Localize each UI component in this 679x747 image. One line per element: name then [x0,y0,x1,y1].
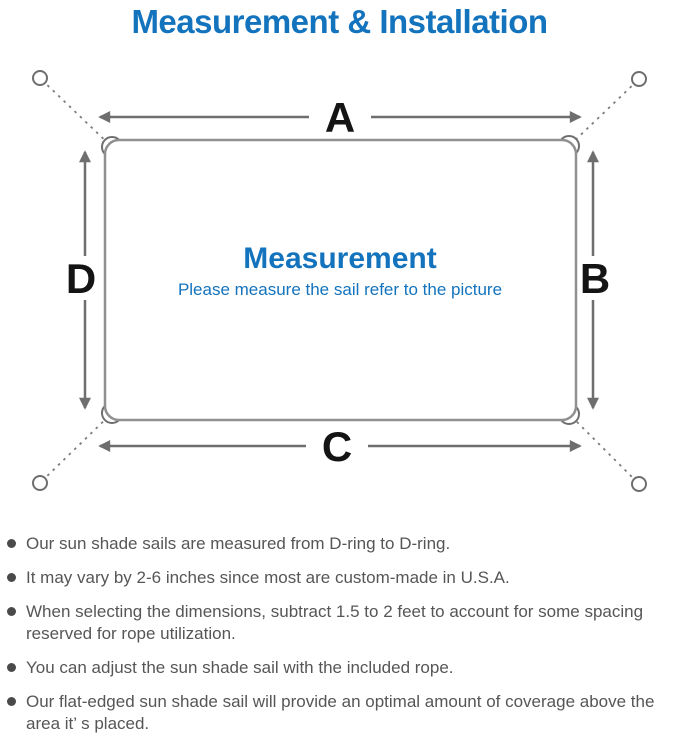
note-text: It may vary by 2-6 inches since most are… [26,568,510,587]
dimension-label-b: B [580,255,610,302]
note-text: You can adjust the sun shade sail with t… [26,658,454,677]
dimension-label-d: D [66,255,96,302]
anchor-point-icon-bottom-left [32,475,48,491]
rope-line-bottom-right [568,413,638,483]
note-text: Our flat-edged sun shade sail will provi… [26,692,655,733]
measurement-diagram: A C D B Measurement Please measure the s… [0,50,679,520]
bullet-icon [7,607,16,616]
list-item: Our flat-edged sun shade sail will provi… [7,691,675,735]
list-item: Our sun shade sails are measured from D-… [7,533,675,555]
sail-outline [103,138,578,422]
list-item: When selecting the dimensions, subtract … [7,601,675,645]
list-item: It may vary by 2-6 inches since most are… [7,567,675,589]
note-text: When selecting the dimensions, subtract … [26,602,644,643]
dimension-label-c: C [322,423,352,470]
rope-line-top-left [41,79,113,148]
rope-line-bottom-left [41,412,113,482]
anchor-point-icon-bottom-right [631,476,647,492]
dimension-label-a: A [325,94,355,141]
rope-line-top-right [568,80,638,147]
bullet-icon [7,697,16,706]
diagram-center-subtitle: Please measure the sail refer to the pic… [178,280,502,299]
list-item: You can adjust the sun shade sail with t… [7,657,675,679]
measurement-diagram-svg: A C D B Measurement Please measure the s… [32,70,647,492]
anchor-point-icon-top-left [32,70,48,86]
page-title: Measurement & Installation [131,3,548,40]
notes-list: Our sun shade sails are measured from D-… [7,533,675,747]
bullet-icon [7,539,16,548]
bullet-icon [7,663,16,672]
diagram-center-title: Measurement [243,242,436,275]
note-text: Our sun shade sails are measured from D-… [26,534,451,553]
anchor-point-icon-top-right [631,71,647,87]
bullet-icon [7,573,16,582]
